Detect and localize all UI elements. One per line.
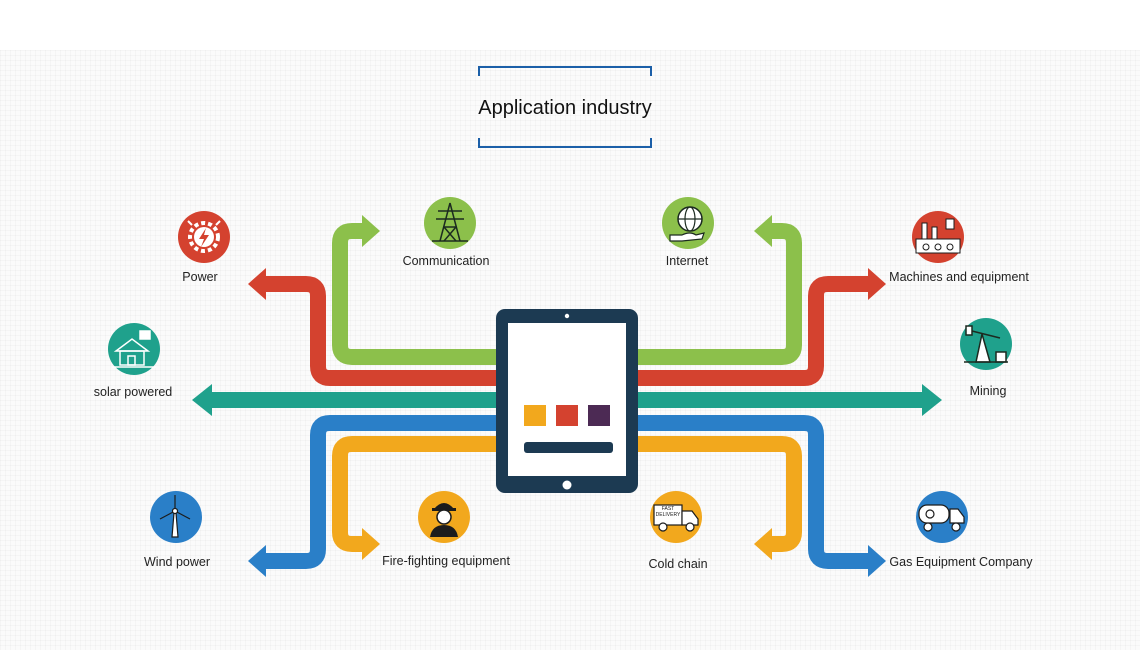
flow-path-communication <box>332 223 500 365</box>
flow-path-cold <box>634 436 802 552</box>
arrow-head-power <box>248 268 266 300</box>
flow-path-wind <box>266 415 500 569</box>
arrow-head-communication <box>362 215 380 247</box>
title-frame: Application industry <box>478 66 652 148</box>
truck-fast-delivery-text: FAST DELIVERY <box>655 506 681 518</box>
solar-house-icon <box>108 323 160 375</box>
node-label-cold: Cold chain <box>648 557 708 571</box>
node-label-internet: Internet <box>665 254 709 268</box>
globe-hand-icon <box>662 197 714 249</box>
gear-lightning-icon <box>178 211 230 263</box>
flow-path-power <box>266 276 500 386</box>
node-label-communication: Communication <box>402 254 490 268</box>
title-bracket-bottom <box>478 138 652 148</box>
node-label-gas: Gas Equipment Company <box>889 555 1033 569</box>
node-label-power: Power <box>182 270 218 284</box>
tanker-truck-icon <box>916 491 968 543</box>
node-label-fire: Fire-fighting equipment <box>382 554 510 568</box>
transmission-tower-icon <box>424 197 476 249</box>
delivery-truck-icon: FAST DELIVERY <box>650 491 702 543</box>
arrow-head-internet <box>754 215 772 247</box>
page-title: Application industry <box>478 97 652 119</box>
tablet-square-red <box>556 405 578 426</box>
flow-path-machines <box>634 276 868 386</box>
tablet-square-orange <box>524 405 546 426</box>
tablet-square-purple <box>588 405 610 426</box>
title-bracket-top <box>478 66 652 76</box>
oil-pump-icon <box>960 318 1012 370</box>
arrow-head-cold <box>754 528 772 560</box>
wind-turbine-icon <box>150 491 202 543</box>
firefighter-icon <box>418 491 470 543</box>
tablet-bar <box>524 442 613 453</box>
tablet-icon <box>496 309 638 493</box>
arrow-head-machines <box>868 268 886 300</box>
node-label-mining: Mining <box>969 384 1007 398</box>
node-label-wind: Wind power <box>144 555 210 569</box>
arrow-head-solar <box>192 384 212 416</box>
arrow-head-mining <box>922 384 942 416</box>
flow-path-fire <box>332 436 500 552</box>
arrow-head-wind <box>248 545 266 577</box>
factory-icon <box>912 211 964 263</box>
node-label-machines: Machines and equipment <box>889 270 1029 284</box>
arrow-head-gas <box>868 545 886 577</box>
node-label-solar: solar powered <box>93 385 173 399</box>
flow-path-gas <box>634 415 868 569</box>
flow-path-internet <box>634 223 802 365</box>
top-band <box>0 0 1140 50</box>
arrow-head-fire <box>362 528 380 560</box>
